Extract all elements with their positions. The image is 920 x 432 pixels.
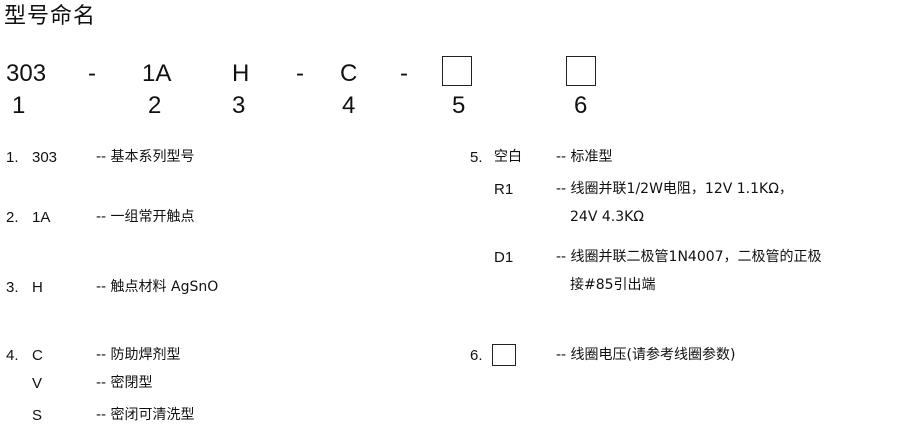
- code-box-5: [442, 56, 472, 86]
- item-number: 3.: [6, 279, 19, 296]
- position-number: 4: [342, 92, 356, 119]
- code-separator: -: [400, 60, 408, 87]
- item-description: 接#85引出端: [570, 277, 656, 293]
- item-code: R1: [494, 181, 514, 198]
- item-description: -- 密閉型: [96, 375, 153, 391]
- code-part-3: H: [232, 60, 250, 87]
- item-description: -- 密闭可清洗型: [96, 407, 195, 423]
- item-box-6: [492, 344, 516, 366]
- code-separator: -: [296, 60, 304, 87]
- position-number: 6: [574, 92, 588, 119]
- item-description: -- 基本系列型号: [96, 149, 195, 165]
- page-title: 型号命名: [4, 4, 97, 29]
- item-number: 2.: [6, 209, 19, 226]
- item-code: H: [32, 279, 43, 296]
- item-number: 4.: [6, 347, 19, 364]
- item-code: S: [32, 407, 43, 424]
- item-code: C: [32, 347, 43, 364]
- item-description: -- 线圈并联二极管1N4007，二极管的正极: [556, 249, 822, 265]
- item-number: 5.: [470, 149, 483, 166]
- position-number: 1: [12, 92, 26, 119]
- code-part-1: 303: [6, 60, 47, 87]
- position-number: 5: [452, 92, 466, 119]
- item-code: D1: [494, 249, 514, 266]
- code-part-2: 1A: [142, 60, 172, 87]
- item-description: -- 标准型: [556, 149, 613, 165]
- item-code: V: [32, 375, 43, 392]
- item-description: -- 触点材料 AgSnO: [96, 279, 219, 295]
- item-description: 24V 4.3KΩ: [570, 209, 644, 225]
- code-separator: -: [88, 60, 96, 87]
- position-number: 2: [148, 92, 162, 119]
- item-code: 303: [32, 149, 58, 166]
- item-number: 6.: [470, 347, 483, 364]
- code-part-4: C: [340, 60, 358, 87]
- code-box-6: [566, 56, 596, 86]
- item-description: -- 线圈电压(请参考线圈参数): [556, 347, 736, 363]
- item-code: 1A: [32, 209, 51, 226]
- item-description: -- 一组常开触点: [96, 209, 195, 225]
- position-number: 3: [232, 92, 246, 119]
- item-code: 空白: [494, 149, 522, 165]
- item-description: -- 线圈并联1/2W电阻，12V 1.1KΩ，: [556, 181, 793, 197]
- item-number: 1.: [6, 149, 19, 166]
- item-description: -- 防助焊剂型: [96, 347, 181, 363]
